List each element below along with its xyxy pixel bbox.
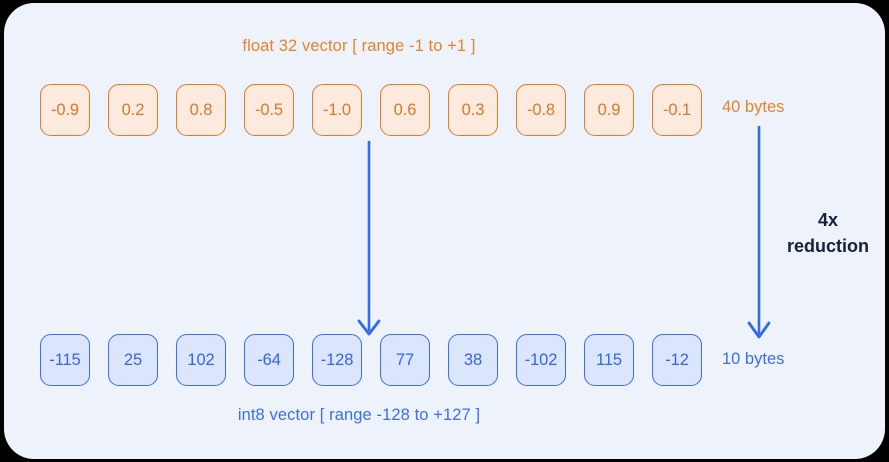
quantization-down-arrow xyxy=(357,141,381,336)
float-cell-0: -0.9 xyxy=(40,84,90,136)
int8-vector-row: -115 25 102 -64 -128 77 38 -102 115 -12 xyxy=(40,334,702,386)
float-cell-1: 0.2 xyxy=(108,84,158,136)
int8-cell-3: -64 xyxy=(244,334,294,386)
float-cell-7: -0.8 xyxy=(516,84,566,136)
float-cell-5: 0.6 xyxy=(380,84,430,136)
size-reduction-down-arrow xyxy=(747,126,771,339)
int8-cell-2: 102 xyxy=(176,334,226,386)
float-cell-6: 0.3 xyxy=(448,84,498,136)
reduction-note: 4x reduction xyxy=(776,207,880,259)
float-vector-row: -0.9 0.2 0.8 -0.5 -1.0 0.6 0.3 -0.8 0.9 -0.1 xyxy=(40,84,702,136)
reduction-word: reduction xyxy=(786,236,869,257)
bytes-after-label: 10 bytes xyxy=(722,350,785,368)
int8-cell-0: -115 xyxy=(40,334,90,386)
float-cell-3: -0.5 xyxy=(244,84,294,136)
bytes-before-label: 40 bytes xyxy=(722,98,785,116)
int8-cell-5: 77 xyxy=(380,334,430,386)
int8-vector-caption: int8 vector [ range -128 to +127 ] xyxy=(237,406,481,424)
int8-cell-1: 25 xyxy=(108,334,158,386)
reduction-factor: 4x xyxy=(817,210,839,230)
quantization-diagram-card: float 32 vector [ range -1 to +1 ] -0.9 0… xyxy=(4,3,885,459)
int8-cell-6: 38 xyxy=(448,334,498,386)
int8-cell-7: -102 xyxy=(516,334,566,386)
float-cell-2: 0.8 xyxy=(176,84,226,136)
float-cell-8: 0.9 xyxy=(584,84,634,136)
int8-cell-9: -12 xyxy=(652,334,702,386)
int8-cell-4: -128 xyxy=(312,334,362,386)
float-vector-caption: float 32 vector [ range -1 to +1 ] xyxy=(242,37,476,55)
float-cell-9: -0.1 xyxy=(652,84,702,136)
float-cell-4: -1.0 xyxy=(312,84,362,136)
int8-cell-8: 115 xyxy=(584,334,634,386)
